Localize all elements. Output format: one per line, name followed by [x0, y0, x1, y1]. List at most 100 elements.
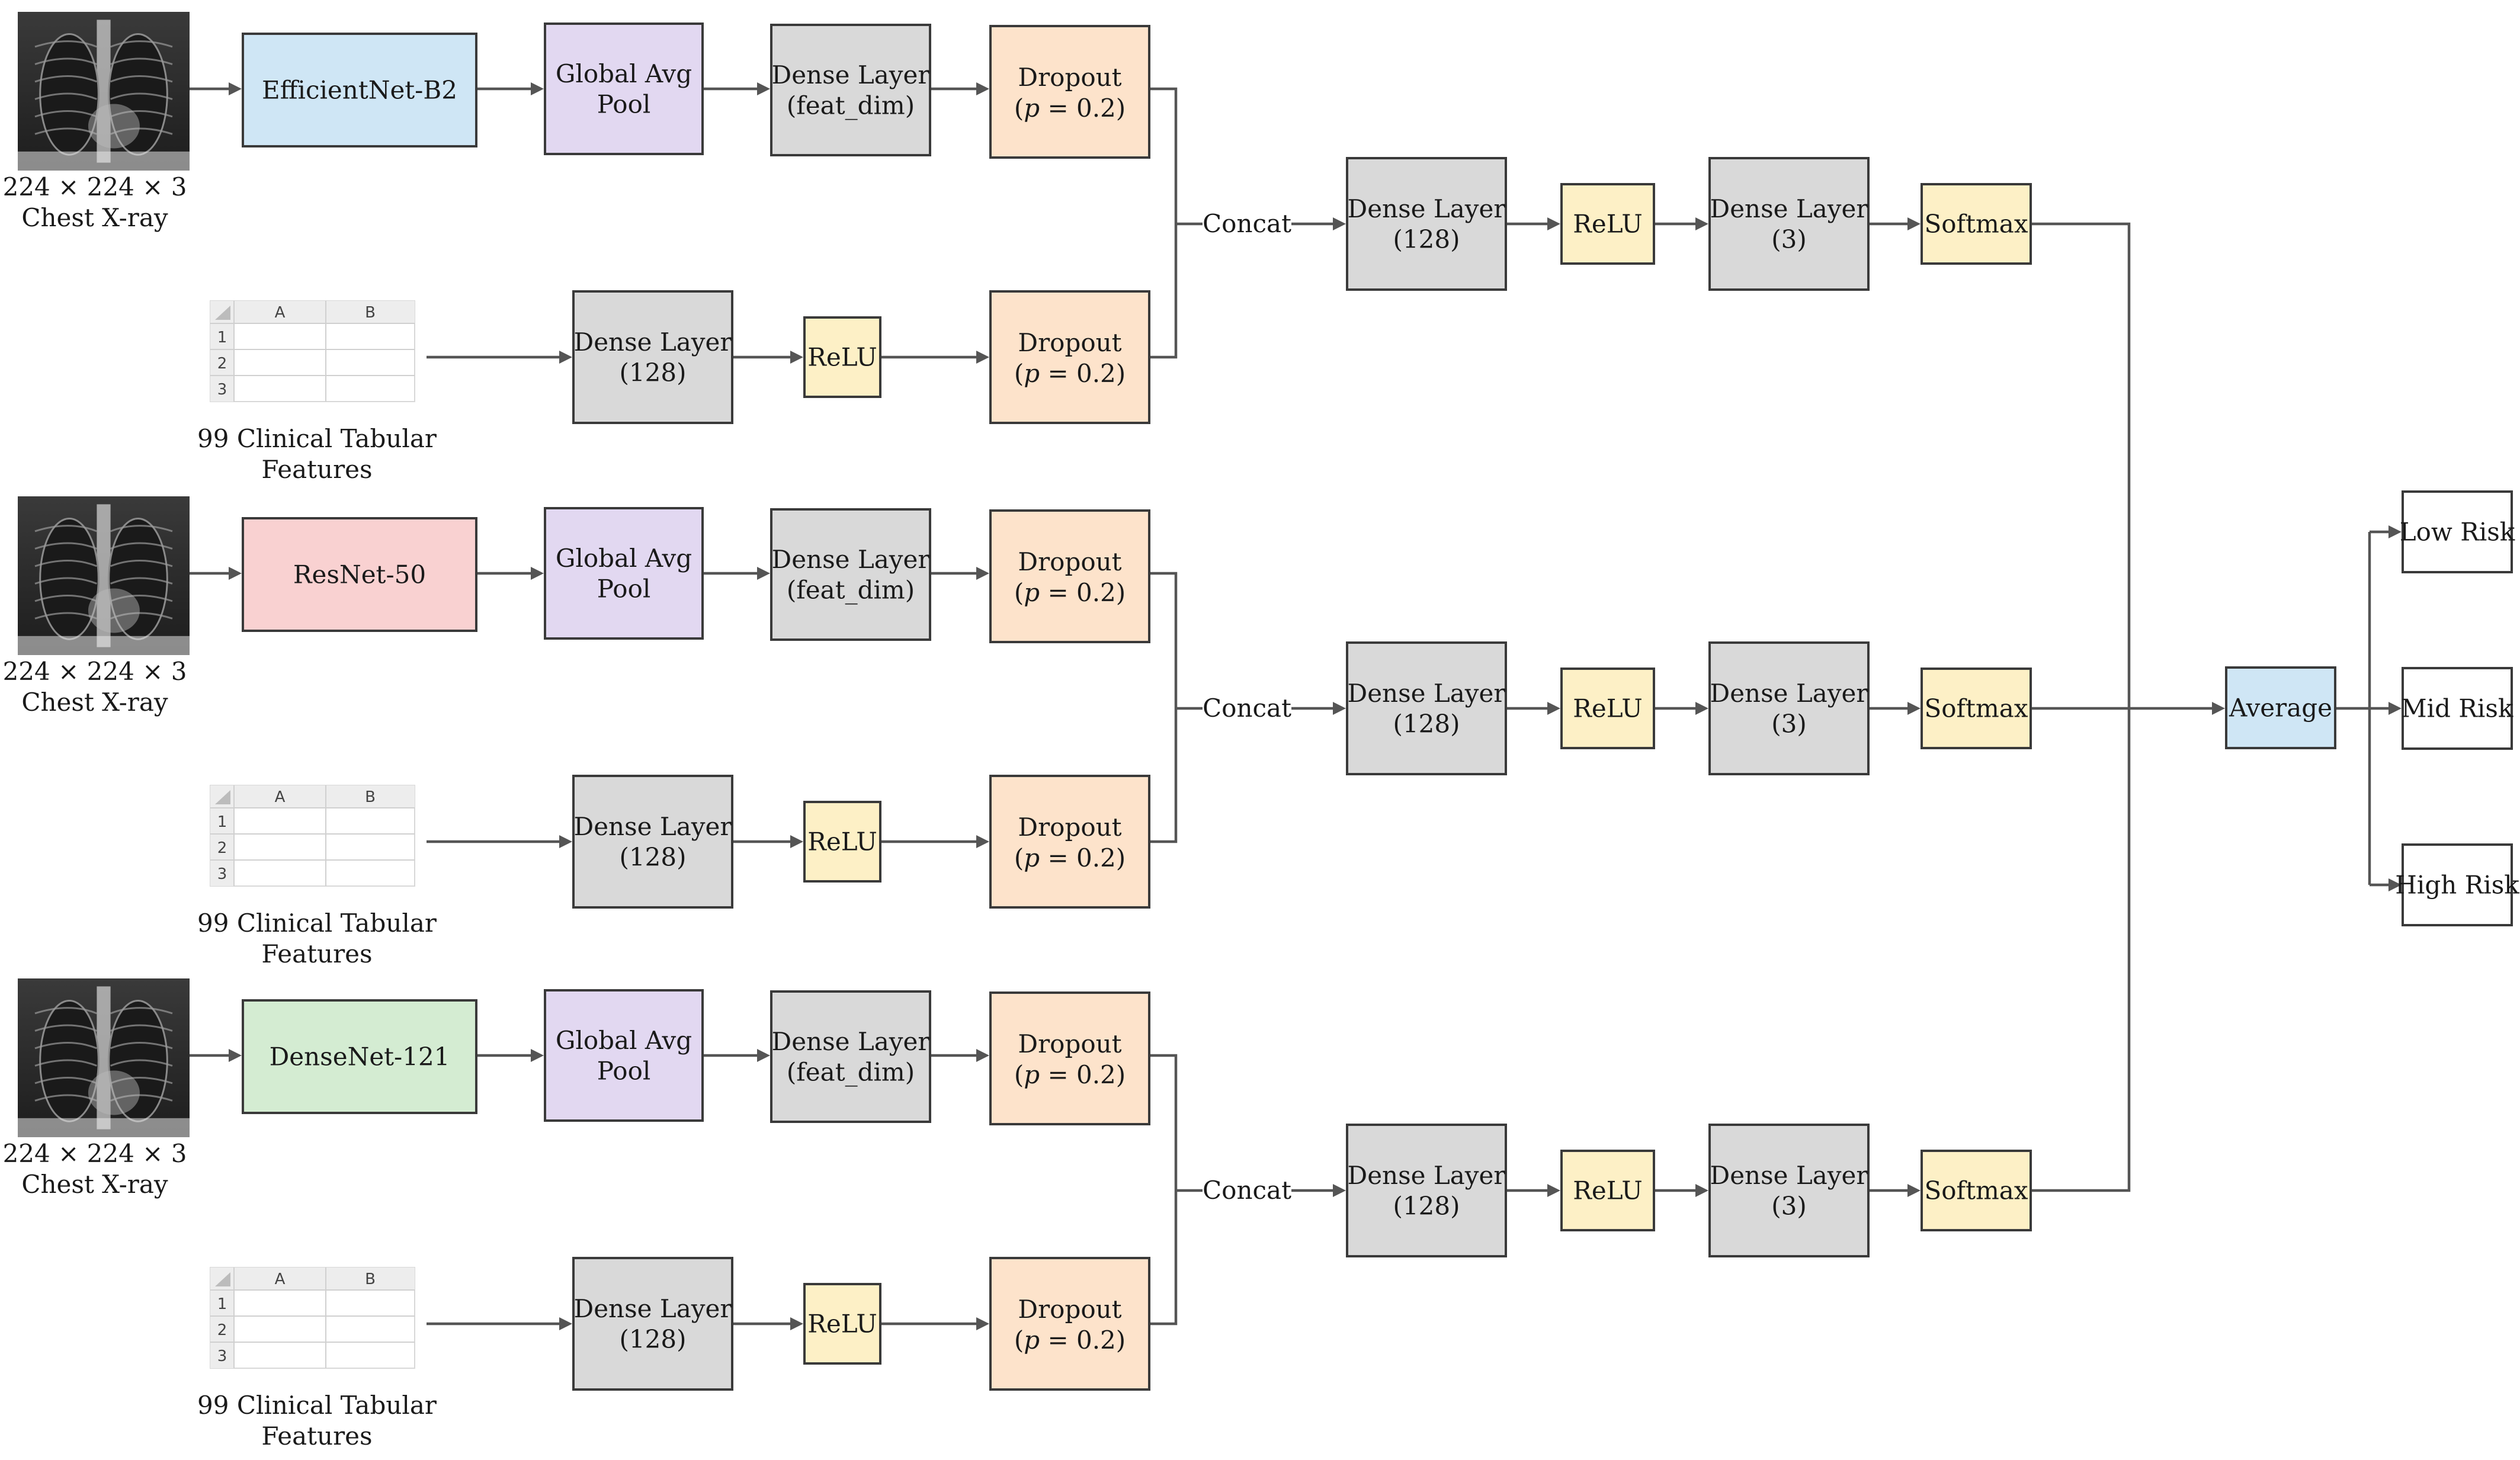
branch-1-dense-128-head-rect — [1346, 157, 1507, 291]
branch-2-dropout-tabular-rect — [989, 775, 1150, 909]
branch-3-dense-128-head-rect — [1346, 1124, 1507, 1257]
branch-3-tabular-caption-line-2: Features — [261, 1422, 372, 1451]
branch-3-global-avg-pool-rect — [544, 989, 704, 1122]
branch-3-xray-image-rib-right — [110, 1059, 173, 1067]
branch-1-tabular-caption-line-2: Features — [261, 455, 372, 484]
branch-3-dropout-tabular-prob-part: ( — [1014, 1326, 1024, 1355]
branch-3-xray-image-rib-left — [34, 1007, 97, 1015]
branch-3-dense-128-head-label-line-2: (128) — [1393, 1191, 1460, 1220]
branch-3-relu-tabular-rect — [803, 1283, 881, 1365]
branch-3-xray-image-rib-left — [34, 1094, 97, 1102]
branch-1-spreadsheet-header-row — [210, 301, 415, 323]
branch-2-dense-feat: Dense Layer(feat_dim) — [770, 508, 931, 641]
branch-1-dropout-image-prob-part: p — [1024, 94, 1040, 123]
branch-1-dropout-image-prob: (p = 0.2) — [1014, 94, 1126, 123]
branch-1-arrow-relu-dense3-head — [1695, 217, 1708, 230]
branch-3-xray-image-rib-right — [110, 1077, 173, 1084]
branch-1-xray-image-diaphragm — [18, 151, 190, 171]
branch-2-xray-caption-line-2: Chest X-ray — [21, 688, 168, 717]
branch-2-tabular-caption-line-2: Features — [261, 939, 372, 968]
branch-3-xray-image-rib-left — [34, 1077, 97, 1084]
branch-3-backbone-label: DenseNet-121 — [270, 1042, 450, 1071]
branch-3-xray-image-rib-left — [34, 1059, 97, 1067]
branch-1-dropout-image-title: Dropout — [1018, 63, 1121, 92]
branch-2-xray-image-rib-left — [34, 577, 97, 585]
branch-2-dense-3: Dense Layer(3) — [1708, 641, 1870, 775]
branch-2-dense-3-label-line-2: (3) — [1771, 709, 1807, 738]
branch-2-dropout-image-prob-part: = 0.2) — [1040, 578, 1126, 607]
branch-1-spreadsheet-corner — [215, 306, 230, 320]
branch-1-arrow-backbone-pool-head — [531, 82, 544, 95]
branch-2-dropout-tabular-prob-part: = 0.2) — [1040, 843, 1126, 872]
branch-2-relu-tabular: ReLU — [803, 801, 881, 883]
branch-1-concat-bracket — [1149, 87, 1178, 359]
branch-1-xray-caption-line-1: 224 × 224 × 3 — [3, 172, 187, 201]
branch-1-relu-head-rect — [1560, 183, 1655, 265]
branch-1-xray-image-rib-left — [34, 40, 97, 48]
branch-3-dropout-tabular-prob-part: = 0.2) — [1040, 1326, 1126, 1355]
branch-3-relu-head-rect — [1560, 1150, 1655, 1231]
branch-2-spreadsheet-row-3: 3 — [217, 865, 227, 883]
average-node-label: Average — [2229, 694, 2332, 723]
branch-3-tabular-caption-line-1: 99 Clinical Tabular — [197, 1391, 437, 1420]
branch-3-global-avg-pool-label-line-2: Pool — [597, 1056, 651, 1085]
branch-2-arrow-dense-relu-head — [790, 835, 803, 848]
branch-1-tabular-caption-line-1: 99 Clinical Tabular — [197, 424, 437, 453]
branch-2-spreadsheet-corner — [215, 790, 230, 804]
branch-3-dense-128-head-label-line-1: Dense Layer — [1348, 1161, 1506, 1190]
branch-3-arrow-dense-relu-head-head — [1547, 1184, 1560, 1197]
branch-3-spreadsheet-row-2: 2 — [217, 1321, 227, 1339]
branch-1-dense-128-tabular-label-line-2: (128) — [620, 358, 687, 387]
branch-3-dense-128-tabular-rect — [572, 1257, 733, 1391]
branch-2-xray-image-rib-right — [110, 595, 173, 602]
connection-wires — [190, 82, 2402, 1330]
branch-3-arrow-sheet-dense-head — [559, 1317, 572, 1330]
branch-1-xray-image-spine — [97, 20, 111, 163]
output-low-risk-label: Low Risk — [2400, 518, 2515, 547]
branch-2-relu-head: ReLU — [1560, 668, 1655, 749]
branch-2-dropout-tabular-prob-part: ( — [1014, 843, 1024, 872]
branch-2-softmax-rect — [1921, 668, 2032, 749]
branch-2-dense-128-tabular-label-line-1: Dense Layer — [574, 812, 733, 841]
branch-2-xray-image-rib-left — [34, 612, 97, 620]
branch-3-dense-3: Dense Layer(3) — [1708, 1124, 1870, 1257]
branch-3-dense-128-tabular: Dense Layer(128) — [572, 1257, 733, 1391]
branch-3-dropout-tabular-rect — [989, 1257, 1150, 1391]
branch-2-global-avg-pool-rect — [544, 507, 704, 640]
branch-1-dense-3-rect — [1708, 157, 1870, 291]
branch-2-dense-128-head-rect — [1346, 641, 1507, 775]
branch-2-dense-3-label-line-1: Dense Layer — [1710, 679, 1869, 708]
branch-3-backbone: DenseNet-121 — [242, 999, 477, 1114]
branch-1-xray-image-rib-right — [110, 57, 173, 65]
branch-1-spreadsheet-col-B: B — [365, 304, 376, 322]
branch-3-arrow-dense3-softmax-head — [1907, 1184, 1921, 1197]
branch-1-dense-128-head-label-line-2: (128) — [1393, 224, 1460, 254]
branch-2-arrow-dense-dropout-head — [976, 567, 989, 580]
branch-3-xray-caption-line-1: 224 × 224 × 3 — [3, 1139, 187, 1168]
branch-1-dropout-tabular-prob-part: p — [1024, 359, 1040, 388]
branch-3-dropout-image: Dropout(p = 0.2) — [989, 991, 1150, 1125]
branch-1-softmax: Softmax — [1921, 183, 2032, 265]
branch-2-backbone-rect — [242, 517, 477, 632]
output-mid-risk-rect — [2402, 667, 2513, 750]
branch-1-xray-image-rib-right — [110, 127, 173, 135]
branch-1-dropout-tabular-prob-part: = 0.2) — [1040, 359, 1126, 388]
branch-1-dense-128-head-label-line-1: Dense Layer — [1348, 194, 1506, 223]
branch-3-xray-caption-line-2: Chest X-ray — [21, 1170, 168, 1199]
branch-3-dropout-image-rect — [989, 991, 1150, 1125]
branch-2-arrow-relu-dense3-head — [1695, 702, 1708, 715]
output-low-risk-rect — [2402, 490, 2513, 573]
branch-1-xray-caption-line-2: Chest X-ray — [21, 203, 168, 232]
branch-3-dense-feat: Dense Layer(feat_dim) — [770, 990, 931, 1123]
output-low-risk: Low Risk — [2400, 490, 2515, 573]
branch-1-dropout-tabular-prob-part: ( — [1014, 359, 1024, 388]
branch-3-dense-feat-rect — [770, 990, 931, 1123]
branch-2-spreadsheet-row-2: 2 — [217, 839, 227, 857]
branch-1-dense-feat-label-line-1: Dense Layer — [772, 60, 931, 89]
branch-3-concat-label: Concat — [1203, 1176, 1291, 1205]
